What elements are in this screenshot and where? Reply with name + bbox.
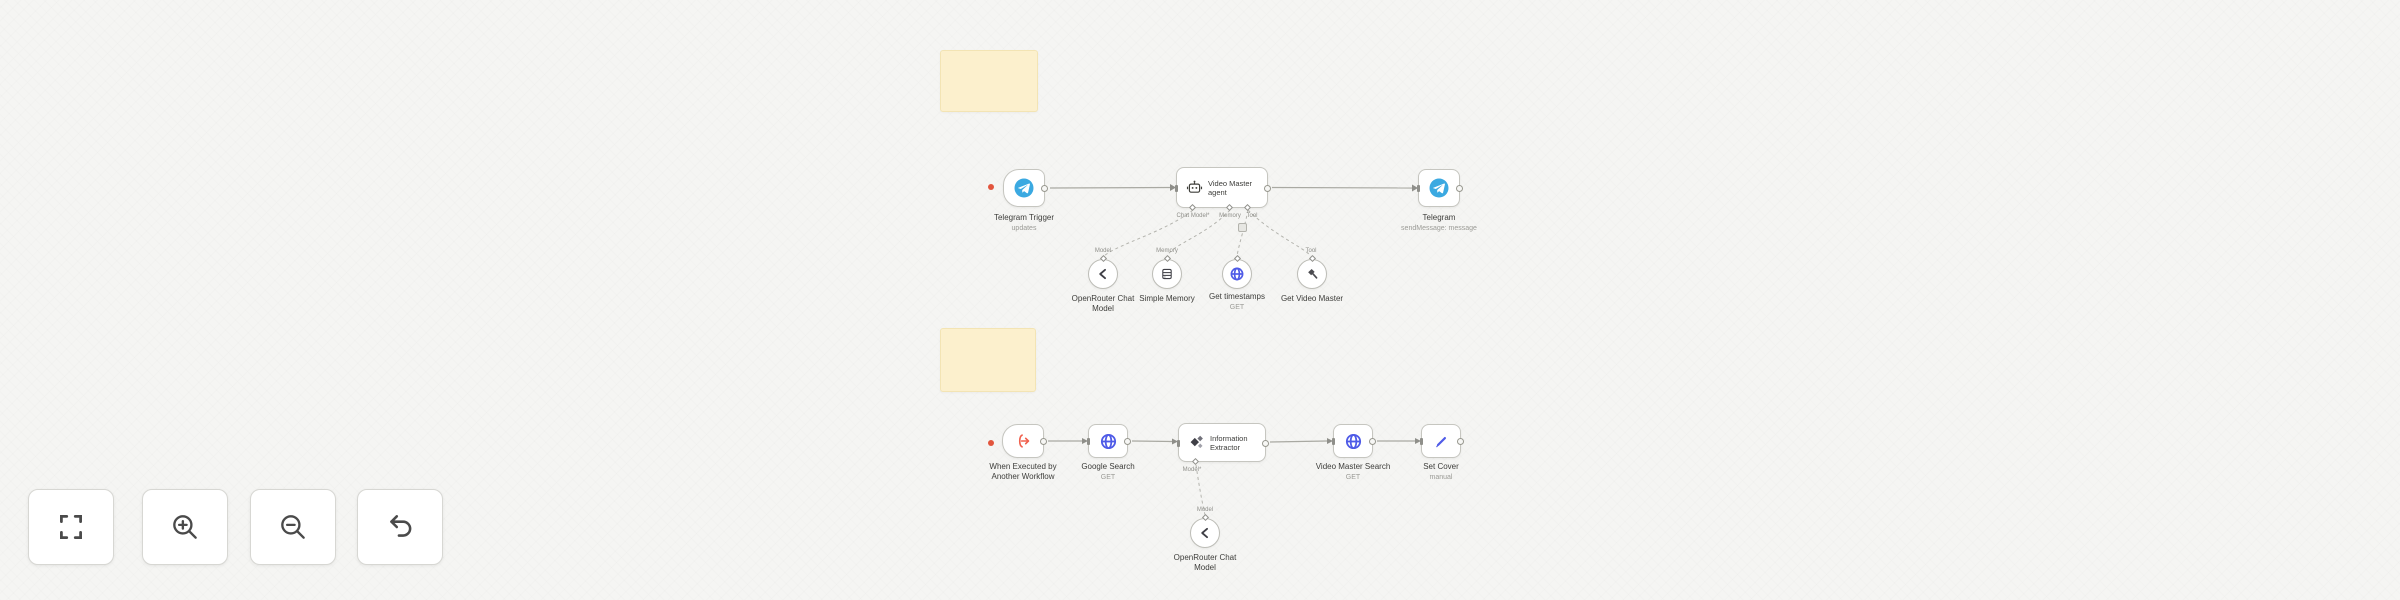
node-subtitle: sendMessage: message — [1401, 225, 1477, 232]
node-information-extractor[interactable]: Information Extractor — [1177, 423, 1269, 462]
port-label-memory: Memory — [1156, 248, 1178, 254]
output-label-tool: Tool — [1246, 213, 1258, 219]
node-label-line2: Model — [1194, 563, 1216, 572]
node-agent[interactable]: Video Master agent — [1175, 167, 1271, 208]
openrouter-icon — [1096, 267, 1110, 281]
node-label-line2: Model — [1092, 304, 1114, 313]
agent-title: Video Master agent — [1208, 178, 1253, 197]
sticky-note-1[interactable] — [940, 50, 1038, 112]
input-connector — [1233, 254, 1242, 263]
node-openrouter-chat-model[interactable] — [1088, 254, 1118, 289]
http-request-icon — [1099, 432, 1118, 451]
node-label: Video Master Search — [1315, 462, 1391, 471]
workflow-tool-hammer-icon — [1305, 267, 1319, 281]
extractor-title: Information Extractor — [1210, 433, 1248, 452]
zoom-in-icon — [169, 511, 201, 543]
input-connector — [1201, 513, 1210, 522]
node-label: When Executed by — [989, 462, 1057, 471]
input-connector — [1308, 254, 1317, 263]
edit-fields-pencil-icon — [1433, 433, 1450, 450]
error-indicator-wf2 — [988, 440, 994, 446]
output-port[interactable] — [1040, 438, 1047, 445]
fit-view-icon — [55, 511, 87, 543]
node-telegram-trigger[interactable] — [1003, 169, 1048, 207]
sticky-note-2[interactable] — [940, 328, 1036, 392]
telegram-icon — [1014, 178, 1034, 198]
node-video-master-search[interactable] — [1332, 424, 1376, 458]
node-subtitle: updates — [1011, 225, 1037, 232]
memory-database-icon — [1160, 267, 1174, 281]
input-connector — [1163, 254, 1172, 263]
node-label: Set Cover — [1423, 462, 1459, 471]
port-label-model: Model — [1094, 248, 1112, 254]
openrouter-icon — [1198, 526, 1212, 540]
node-openrouter-chat-model-2[interactable] — [1190, 513, 1220, 548]
node-label-line2: Another Workflow — [991, 472, 1055, 481]
node-subtitle: GET — [1345, 474, 1361, 481]
output-port[interactable] — [1264, 185, 1271, 192]
node-label: Telegram — [1422, 213, 1456, 222]
input-connector — [1099, 254, 1108, 263]
http-request-icon — [1229, 266, 1245, 282]
input-port — [1087, 438, 1090, 445]
fit-view-button[interactable] — [28, 489, 114, 565]
node-label: OpenRouter Chat — [1071, 294, 1135, 303]
input-port — [1332, 438, 1335, 445]
node-get-video-master-tool[interactable] — [1297, 254, 1327, 289]
node-telegram-send[interactable] — [1417, 169, 1463, 207]
output-label-memory: Memory — [1219, 213, 1241, 219]
robot-agent-icon — [1186, 179, 1203, 196]
node-subtitle: manual — [1429, 474, 1453, 481]
node-label: Simple Memory — [1139, 294, 1195, 303]
input-port — [1420, 438, 1423, 445]
output-port[interactable] — [1124, 438, 1131, 445]
zoom-in-button[interactable] — [142, 489, 228, 565]
node-get-timestamps[interactable] — [1222, 254, 1252, 289]
output-label-chat-model: Chat Model* — [1176, 213, 1210, 219]
output-port[interactable] — [1369, 438, 1376, 445]
input-port — [1417, 185, 1420, 192]
http-request-icon — [1344, 432, 1363, 451]
connection-badge[interactable] — [1238, 223, 1247, 232]
node-google-search[interactable] — [1087, 424, 1131, 458]
node-subtitle: GET — [1229, 304, 1245, 311]
port-label-tool: Tool — [1305, 248, 1317, 254]
output-label-model: Model* — [1182, 467, 1202, 473]
node-set-cover[interactable] — [1420, 424, 1464, 458]
output-port[interactable] — [1262, 440, 1269, 447]
undo-button[interactable] — [357, 489, 443, 565]
node-label: OpenRouter Chat — [1173, 553, 1237, 562]
input-port — [1175, 185, 1178, 192]
error-indicator-wf1 — [988, 184, 994, 190]
output-port[interactable] — [1457, 438, 1464, 445]
output-port[interactable] — [1456, 185, 1463, 192]
telegram-icon — [1429, 178, 1449, 198]
node-label: Google Search — [1081, 462, 1135, 471]
zoom-out-button[interactable] — [250, 489, 336, 565]
node-subtitle: GET — [1100, 474, 1116, 481]
node-label: Telegram Trigger — [993, 213, 1055, 222]
zoom-out-icon — [277, 511, 309, 543]
node-label: Get Video Master — [1280, 294, 1344, 303]
undo-icon — [384, 511, 416, 543]
node-simple-memory[interactable] — [1152, 254, 1182, 289]
port-label-model: Model — [1196, 507, 1214, 513]
node-label: Get timestamps — [1208, 292, 1266, 301]
extractor-sparkles-icon — [1188, 434, 1205, 451]
node-execute-workflow-trigger[interactable] — [1002, 424, 1047, 458]
input-port — [1177, 440, 1180, 447]
output-port[interactable] — [1041, 185, 1048, 192]
subworkflow-trigger-icon — [1014, 432, 1032, 450]
